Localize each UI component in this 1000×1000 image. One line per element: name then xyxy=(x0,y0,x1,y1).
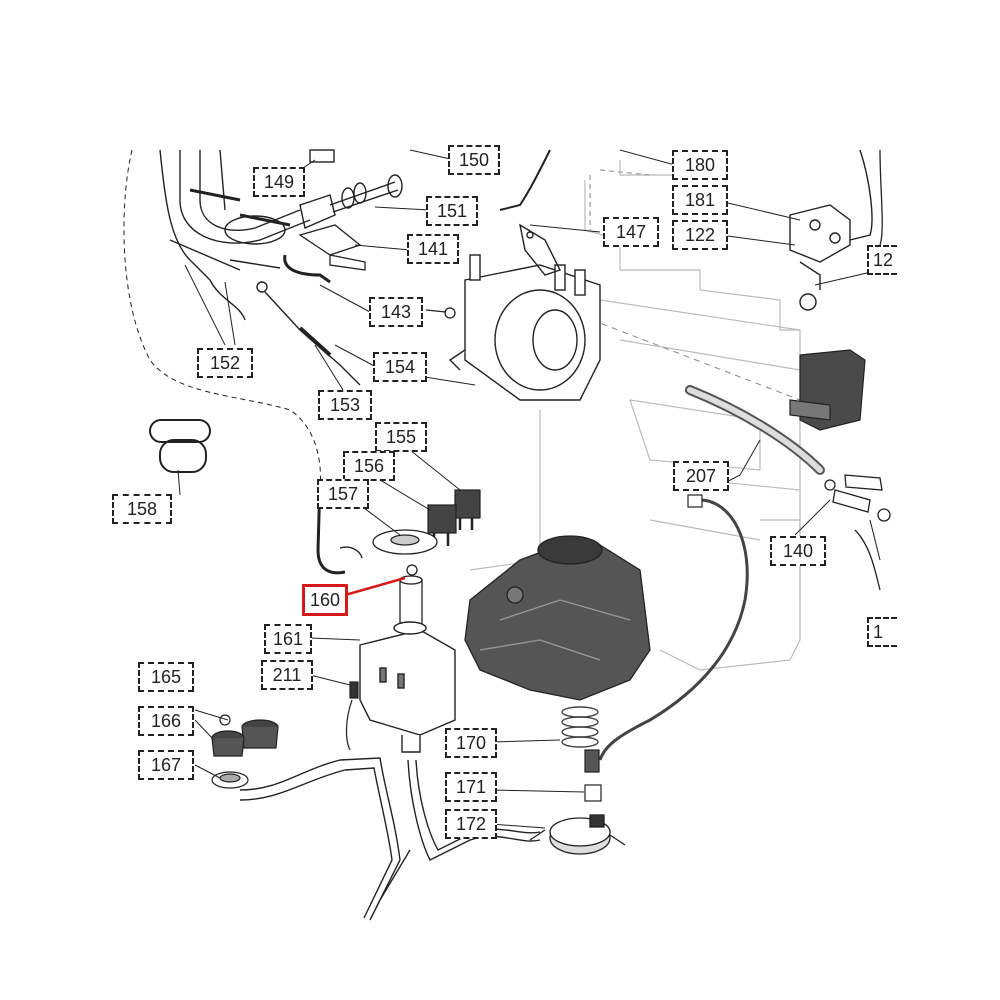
callout-151: 151 xyxy=(426,196,478,226)
right-edge-parts xyxy=(844,149,891,591)
callout-161: 161 xyxy=(264,624,312,654)
callout-170: 170 xyxy=(445,728,497,758)
power-plug-dark xyxy=(427,489,481,546)
spring xyxy=(561,706,599,748)
callout-152: 152 xyxy=(197,348,253,378)
brew-unit-bracket xyxy=(464,535,651,701)
steam-tube-assembly xyxy=(159,149,311,321)
callout-149: 149 xyxy=(253,167,305,197)
callout-12-partial: 12 xyxy=(867,245,897,275)
callout-180: 180 xyxy=(672,150,728,180)
valve-body-dark xyxy=(789,349,866,431)
callout-156: 156 xyxy=(343,451,395,481)
callout-150: 150 xyxy=(448,145,500,175)
callout-1-partial: 1 xyxy=(867,617,897,647)
sensor-cable xyxy=(598,498,749,761)
callout-172: 172 xyxy=(445,809,497,839)
callout-171: 171 xyxy=(445,772,497,802)
cable-connector xyxy=(584,749,602,802)
connector-tube xyxy=(299,149,403,229)
callout-154: 154 xyxy=(373,352,427,382)
leader-lines xyxy=(177,149,881,829)
probe xyxy=(519,223,561,276)
pump-body xyxy=(359,621,456,753)
clip-part xyxy=(298,224,366,271)
callout-158: 158 xyxy=(112,494,172,524)
callout-157: 157 xyxy=(317,479,369,509)
callout-207: 207 xyxy=(673,461,729,491)
bent-hose xyxy=(283,254,331,284)
wire xyxy=(499,149,551,211)
callout-140: 140 xyxy=(770,536,826,566)
callout-181: 181 xyxy=(672,185,728,215)
flow-meter xyxy=(529,814,626,855)
pump-outlet-fitting xyxy=(399,564,423,626)
nozzle xyxy=(824,479,871,513)
assembly-boundary-line xyxy=(123,149,322,491)
rod-cable xyxy=(256,281,361,386)
callout-122: 122 xyxy=(672,220,728,250)
highlight-leader-line xyxy=(344,576,406,597)
gasket-disc xyxy=(316,479,438,575)
water-tubes xyxy=(239,757,541,921)
o-ring-pair xyxy=(149,419,211,473)
callout-165: 165 xyxy=(138,662,194,692)
screw xyxy=(425,307,456,319)
callout-153: 153 xyxy=(318,390,372,420)
callout-167: 167 xyxy=(138,750,194,780)
callout-160-highlighted: 160 xyxy=(302,584,348,616)
hose-fittings xyxy=(211,714,279,789)
callout-166: 166 xyxy=(138,706,194,736)
callout-147: 147 xyxy=(603,217,659,247)
valve-assembly xyxy=(789,149,873,311)
callout-141: 141 xyxy=(407,234,459,264)
boiler-block xyxy=(448,254,601,401)
callout-155: 155 xyxy=(375,422,427,452)
small-sleeve xyxy=(345,681,359,751)
callout-211: 211 xyxy=(261,660,313,690)
callout-143: 143 xyxy=(369,297,423,327)
